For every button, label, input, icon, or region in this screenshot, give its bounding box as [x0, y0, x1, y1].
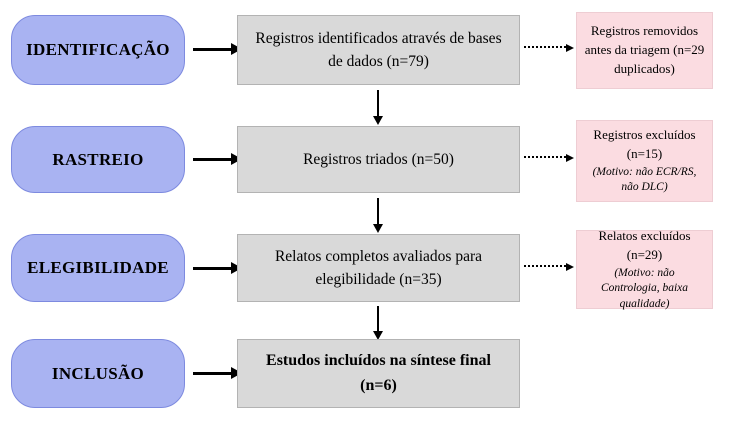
- arrow-down-icon: [377, 198, 379, 224]
- side-box-records-excluded: Registros excluídos (n=15) (Motivo: não …: [576, 120, 713, 202]
- stage-label-rastreio: RASTREIO: [52, 149, 144, 169]
- dotted-arrow-right-icon: [524, 263, 574, 271]
- main-box-text: Registros triados (n=50): [303, 150, 454, 168]
- main-box-reports-assessed: Relatos completos avaliados para elegibi…: [237, 234, 520, 302]
- stage-label-elegibilidade: ELEGIBILIDADE: [27, 258, 169, 277]
- stage-box-identificacao: IDENTIFICAÇÃO: [11, 15, 185, 85]
- side-box-reports-excluded: Relatos excluídos (n=29) (Motivo: não Co…: [576, 227, 713, 310]
- arrow-right-icon: [193, 158, 231, 161]
- side-box-reason-note: (Motivo: não ECR/RS, não DLC): [592, 165, 697, 194]
- main-box-records-identified: Registros identificados através de bases…: [237, 15, 520, 85]
- side-box-title: Registros removidos antes da triagem (n=…: [584, 23, 705, 76]
- main-box-studies-included: Estudos incluídos na síntese final (n=6): [237, 339, 520, 408]
- stage-label-inclusao: INCLUSÃO: [51, 363, 145, 383]
- stage-box-inclusao: INCLUSÃO: [11, 339, 185, 408]
- side-box-title: Relatos excluídos (n=29): [598, 227, 691, 262]
- main-box-records-screened: Registros triados (n=50): [237, 126, 520, 193]
- stage-label-identificacao: IDENTIFICAÇÃO: [26, 40, 170, 59]
- main-box-text: Registros identificados através de bases…: [255, 29, 502, 70]
- side-box-reason-note: (Motivo: não Contrologia, baixa qualidad…: [600, 266, 689, 310]
- stage-box-elegibilidade: ELEGIBILIDADE: [11, 234, 185, 302]
- arrow-right-icon: [193, 372, 231, 375]
- stage-box-rastreio: RASTREIO: [11, 126, 185, 193]
- arrow-down-icon: [377, 306, 379, 331]
- arrow-right-icon: [193, 48, 231, 51]
- dotted-arrow-right-icon: [524, 154, 574, 162]
- dotted-arrow-right-icon: [524, 44, 574, 52]
- main-box-text: Estudos incluídos na síntese final (n=6): [266, 351, 491, 394]
- main-box-text: Relatos completos avaliados para elegibi…: [274, 247, 483, 288]
- arrow-down-icon: [377, 90, 379, 116]
- arrow-right-icon: [193, 267, 231, 270]
- side-box-title: Registros excluídos (n=15): [593, 127, 696, 161]
- side-box-records-removed: Registros removidos antes da triagem (n=…: [576, 12, 713, 89]
